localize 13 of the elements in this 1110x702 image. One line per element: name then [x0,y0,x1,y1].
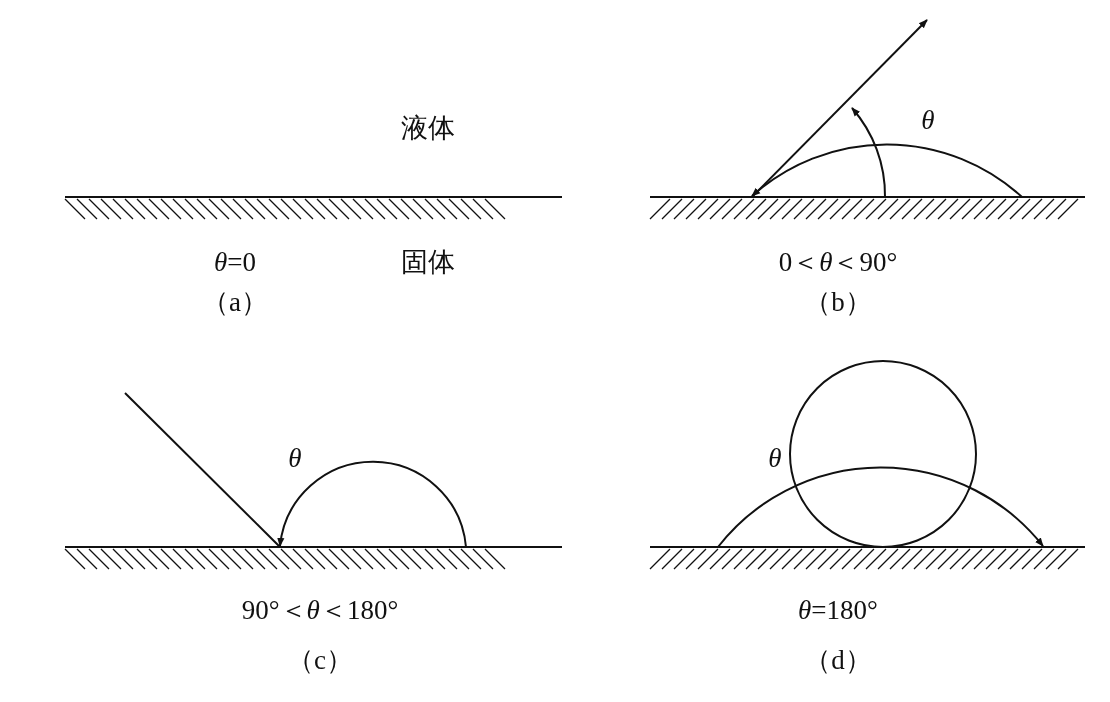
angle-symbol: θ [288,444,302,472]
panel-label: （b） [804,288,872,316]
region-label: 液体 [401,114,455,142]
angle-range-label: 90°＜θ＜180° [241,596,399,624]
region-label: 固体 [401,248,455,276]
angle-value-label: θ=180° [798,596,878,624]
panel-label: （d） [804,646,872,674]
angle-range-label: 0＜θ＜90° [778,248,898,276]
angle-symbol: θ [768,444,782,472]
panel-label: （a） [202,288,268,316]
panel-label: （c） [287,646,353,674]
angle-value-label: θ=0 [214,248,256,276]
angle-symbol: θ [921,106,935,134]
